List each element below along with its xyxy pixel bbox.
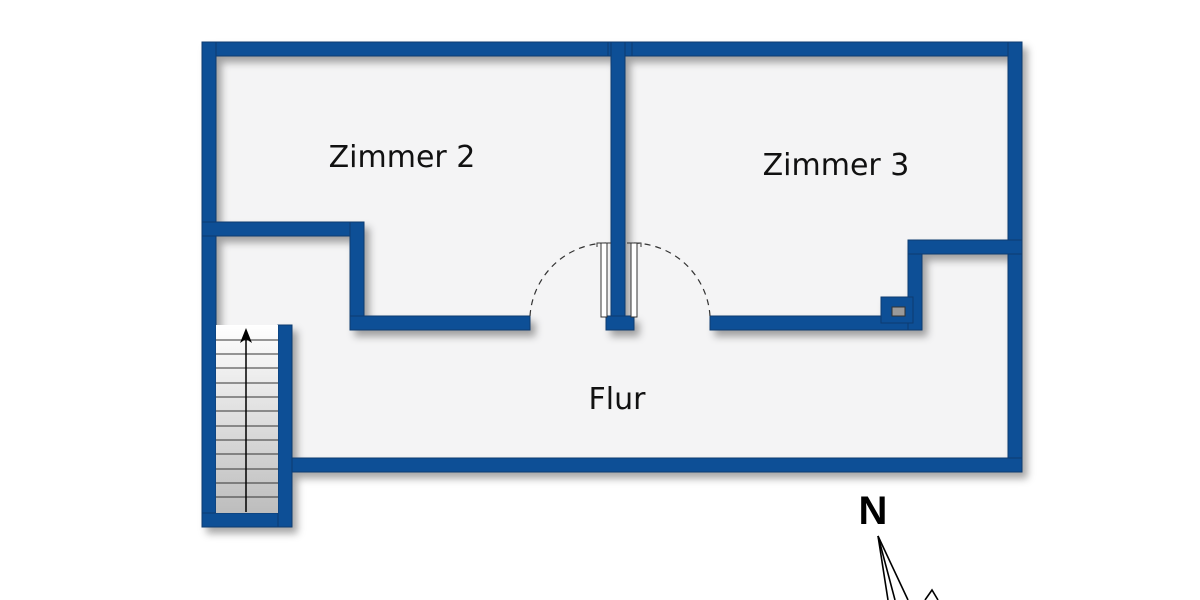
wall-zimmer3-step-top xyxy=(907,239,1023,255)
door-zimmer-3[interactable] xyxy=(627,242,711,318)
door-swing-arc-zimmer-2 xyxy=(529,242,607,317)
door-zimmer-2[interactable] xyxy=(529,242,611,318)
stair-arrow-up-icon xyxy=(240,328,252,343)
stair-steps xyxy=(216,339,278,498)
room-label-flur: Flur xyxy=(589,382,647,417)
wall-stair-right xyxy=(277,324,293,528)
wall-divider-foot xyxy=(605,315,635,331)
staircase xyxy=(216,325,278,513)
north-label: N xyxy=(859,489,888,533)
floor-areas xyxy=(210,50,1020,465)
room-label-zimmer-3: Zimmer 3 xyxy=(763,148,910,183)
wall-outer-left xyxy=(201,41,217,528)
door-hinge-zimmer-3 xyxy=(627,242,642,247)
wall-zimmer2-step-vertical xyxy=(349,221,365,331)
shaft-opening xyxy=(891,306,906,317)
door-swing-arc-zimmer-3 xyxy=(633,242,711,317)
door-leaf-zimmer-2 xyxy=(600,242,608,318)
wall-zimmer2-step-top xyxy=(201,221,365,237)
north-compass: N xyxy=(859,489,939,600)
wall-divider-vertical xyxy=(610,41,626,331)
wall-zimmer2-bottom xyxy=(349,315,531,331)
wall-outer-right xyxy=(1007,41,1023,473)
wall-outer-bottom xyxy=(277,457,1023,473)
door-leaf-zimmer-3 xyxy=(630,242,638,318)
walls xyxy=(201,41,1023,528)
room-label-zimmer-2: Zimmer 2 xyxy=(329,140,476,175)
door-hinge-zimmer-2 xyxy=(596,242,611,247)
compass-arrow-icon xyxy=(877,535,939,600)
